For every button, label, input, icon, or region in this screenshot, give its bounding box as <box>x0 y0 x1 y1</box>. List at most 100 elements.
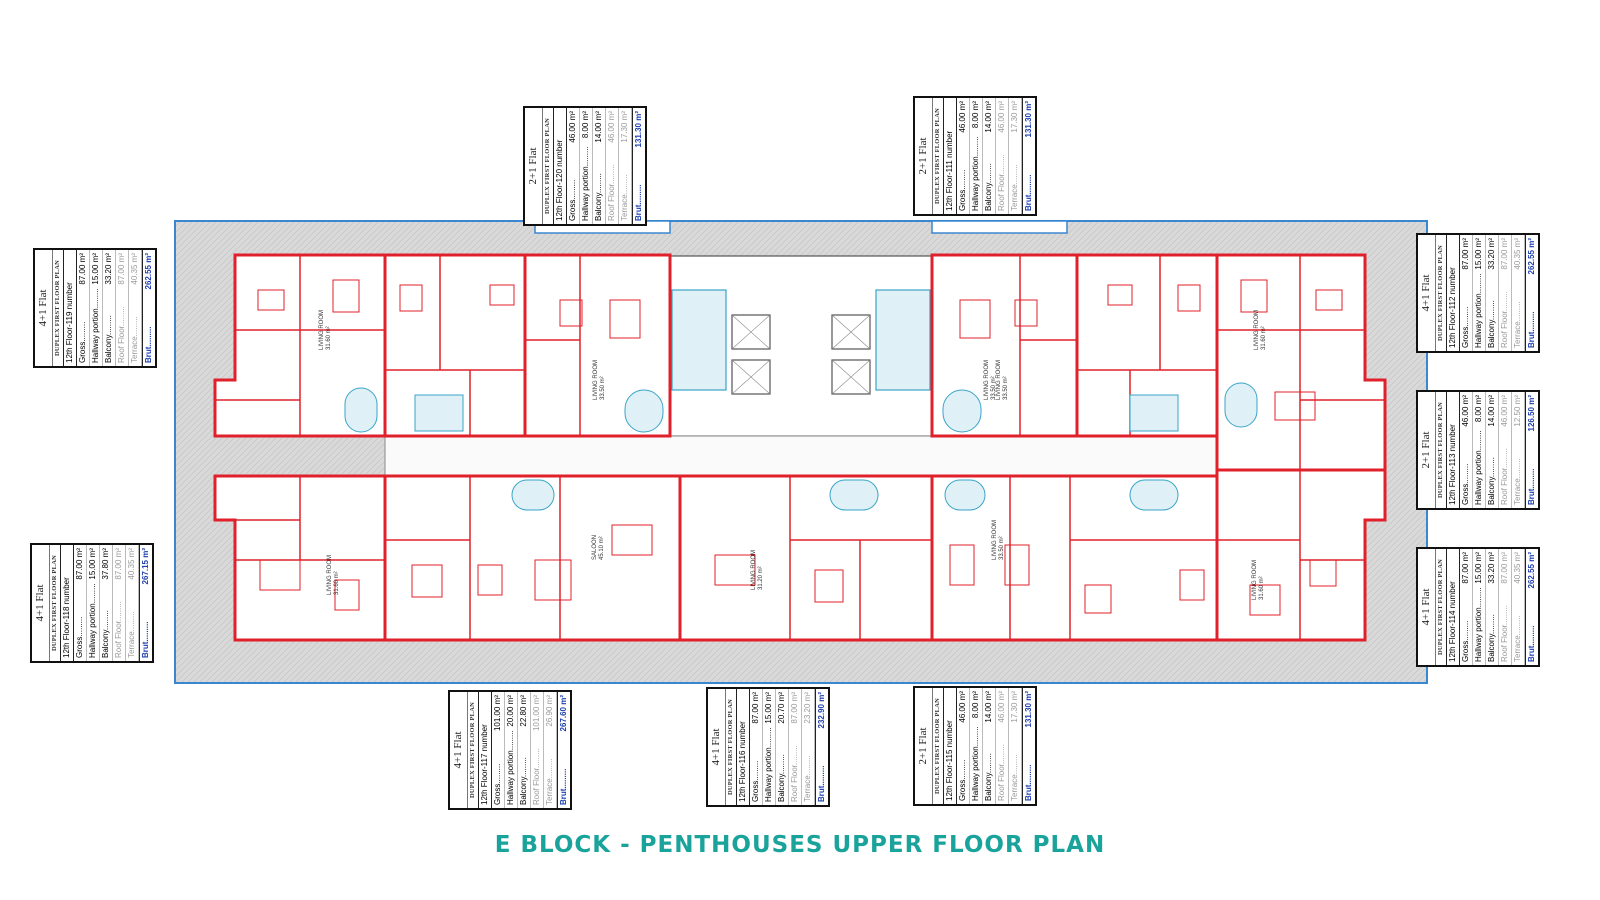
flat-type: 2+1 Flat <box>915 688 933 804</box>
hallway-row: Hallway portion.........20.00 m² <box>505 692 518 808</box>
gross-row: Gross.........46.00 m² <box>567 108 580 224</box>
flat-type: 4+1 Flat <box>32 545 50 661</box>
roof-row: Roof Floor.........87.00 m² <box>789 689 802 805</box>
floor-number: 12th Floor-115 number <box>944 688 957 804</box>
roof-row: Roof Floor.........87.00 m² <box>113 545 126 661</box>
plan-subtitle: DUPLEX FIRST FLOOR PLAN <box>542 108 554 224</box>
apartment-area-card: 4+1 Flat DUPLEX FIRST FLOOR PLAN 12th Fl… <box>448 690 572 810</box>
balcony-row: Balcony.........14.00 m² <box>593 108 606 224</box>
apartment-area-card: 4+1 Flat DUPLEX FIRST FLOOR PLAN 12th Fl… <box>30 543 154 663</box>
balcony-row: Balcony.........14.00 m² <box>983 98 996 214</box>
room-area: 31.20 m² <box>758 566 764 590</box>
gross-row: Gross.........46.00 m² <box>1460 392 1473 508</box>
balcony-row: Balcony.........22.80 m² <box>518 692 531 808</box>
room-label: SALOON <box>592 535 598 560</box>
room-label: LIVING ROOM <box>1252 560 1258 600</box>
plan-subtitle: DUPLEX FIRST FLOOR PLAN <box>725 689 737 805</box>
roof-row: Roof Floor.........46.00 m² <box>1499 392 1512 508</box>
roof-row: Roof Floor.........87.00 m² <box>1499 549 1512 665</box>
gross-row: Gross.........46.00 m² <box>957 98 970 214</box>
plan-subtitle: DUPLEX FIRST FLOOR PLAN <box>49 545 61 661</box>
hallway-row: Hallway portion.........8.00 m² <box>1473 392 1486 508</box>
terrace-row: Terrace.........12.50 m² <box>1512 392 1525 508</box>
room-area: 31.60 m² <box>1261 326 1267 350</box>
roof-row: Roof Floor.........101.00 m² <box>531 692 544 808</box>
terrace-row: Terrace.........40.35 m² <box>126 545 139 661</box>
flat-type: 4+1 Flat <box>1418 235 1436 351</box>
floor-number: 12th Floor-113 number <box>1447 392 1460 508</box>
room-label: LIVING ROOM <box>327 555 333 595</box>
balcony-row: Balcony.........14.00 m² <box>1486 392 1499 508</box>
floor-number: 12th Floor-112 number <box>1447 235 1460 351</box>
brut-row: Brut.........131.30 m² <box>1022 688 1035 804</box>
terrace-row: Terrace.........40.35 m² <box>1512 235 1525 351</box>
balcony-row: Balcony.........33.20 m² <box>103 250 116 366</box>
gross-row: Gross.........46.00 m² <box>957 688 970 804</box>
terrace-row: Terrace.........40.35 m² <box>1512 549 1525 665</box>
gross-row: Gross.........87.00 m² <box>750 689 763 805</box>
plan-subtitle: DUPLEX FIRST FLOOR PLAN <box>1435 392 1447 508</box>
room-label: LIVING ROOM <box>319 310 325 350</box>
brut-row: Brut.........126.50 m² <box>1525 392 1538 508</box>
balcony-row: Balcony.........37.80 m² <box>100 545 113 661</box>
floor-number: 12th Floor-114 number <box>1447 549 1460 665</box>
brut-row: Brut.........262.55 m² <box>1525 235 1538 351</box>
apartment-area-card: 4+1 Flat DUPLEX FIRST FLOOR PLAN 12th Fl… <box>1416 547 1540 667</box>
brut-row: Brut.........131.30 m² <box>632 108 645 224</box>
gross-row: Gross.........87.00 m² <box>77 250 90 366</box>
flat-type: 4+1 Flat <box>1418 549 1436 665</box>
room-area: 33.50 m² <box>991 376 997 400</box>
hallway-row: Hallway portion.........15.00 m² <box>87 545 100 661</box>
room-area: 33.50 m² <box>999 536 1005 560</box>
interior-partitions <box>215 255 1385 640</box>
flat-type: 4+1 Flat <box>450 692 468 808</box>
floor-number: 12th Floor-117 number <box>479 692 492 808</box>
hallway-row: Hallway portion.........15.00 m² <box>90 250 103 366</box>
hallway-row: Hallway portion.........8.00 m² <box>970 688 983 804</box>
central-core <box>384 255 1218 477</box>
floor-number: 12th Floor-111 number <box>944 98 957 214</box>
apartment-area-card: 4+1 Flat DUPLEX FIRST FLOOR PLAN 12th Fl… <box>706 687 830 807</box>
roof-row: Roof Floor.........46.00 m² <box>996 98 1009 214</box>
terrace-row: Terrace.........17.30 m² <box>1009 688 1022 804</box>
furniture <box>257 279 1343 616</box>
page-title: E BLOCK - PENTHOUSES UPPER FLOOR PLAN <box>494 832 1106 858</box>
stair-spirals <box>344 382 1258 511</box>
balcony-row: Balcony.........14.00 m² <box>983 688 996 804</box>
flat-type: 4+1 Flat <box>35 250 53 366</box>
terrace-row: Terrace.........26.90 m² <box>544 692 557 808</box>
room-label: LIVING ROOM <box>992 520 998 560</box>
hallway-row: Hallway portion.........8.00 m² <box>970 98 983 214</box>
terrace-row: Terrace.........17.30 m² <box>619 108 632 224</box>
room-area: 31.60 m² <box>326 326 332 350</box>
room-label: LIVING ROOM <box>751 550 757 590</box>
terrace-row: Terrace.........40.35 m² <box>129 250 142 366</box>
room-area: 31.60 m² <box>334 571 340 595</box>
room-area: 45.10 m² <box>599 536 605 560</box>
balcony-row: Balcony.........33.20 m² <box>1486 549 1499 665</box>
apartment-area-card: 2+1 Flat DUPLEX FIRST FLOOR PLAN 12th Fl… <box>913 96 1037 216</box>
apartment-area-card: 4+1 Flat DUPLEX FIRST FLOOR PLAN 12th Fl… <box>33 248 157 368</box>
balcony-row: Balcony.........20.70 m² <box>776 689 789 805</box>
apartment-area-card: 2+1 Flat DUPLEX FIRST FLOOR PLAN 12th Fl… <box>523 106 647 226</box>
hallway-row: Hallway portion.........15.00 m² <box>1473 549 1486 665</box>
flat-type: 2+1 Flat <box>1418 392 1436 508</box>
brut-row: Brut.........131.30 m² <box>1022 98 1035 214</box>
room-area: 33.50 m² <box>1003 376 1009 400</box>
terrace-row: Terrace.........17.30 m² <box>1009 98 1022 214</box>
apartment-area-card: 2+1 Flat DUPLEX FIRST FLOOR PLAN 12th Fl… <box>913 686 1037 806</box>
room-area: 33.50 m² <box>600 376 606 400</box>
plan-subtitle: DUPLEX FIRST FLOOR PLAN <box>932 98 944 214</box>
gross-row: Gross.........87.00 m² <box>1460 549 1473 665</box>
roof-row: Roof Floor.........46.00 m² <box>606 108 619 224</box>
plan-subtitle: DUPLEX FIRST FLOOR PLAN <box>932 688 944 804</box>
apartment-area-card: 2+1 Flat DUPLEX FIRST FLOOR PLAN 12th Fl… <box>1416 390 1540 510</box>
floor-number: 12th Floor-120 number <box>554 108 567 224</box>
gross-row: Gross.........87.00 m² <box>1460 235 1473 351</box>
terrace-row: Terrace.........23.20 m² <box>802 689 815 805</box>
brut-row: Brut.........262.55 m² <box>1525 549 1538 665</box>
plan-subtitle: DUPLEX FIRST FLOOR PLAN <box>1435 549 1447 665</box>
plan-subtitle: DUPLEX FIRST FLOOR PLAN <box>1435 235 1447 351</box>
plan-subtitle: DUPLEX FIRST FLOOR PLAN <box>52 250 64 366</box>
